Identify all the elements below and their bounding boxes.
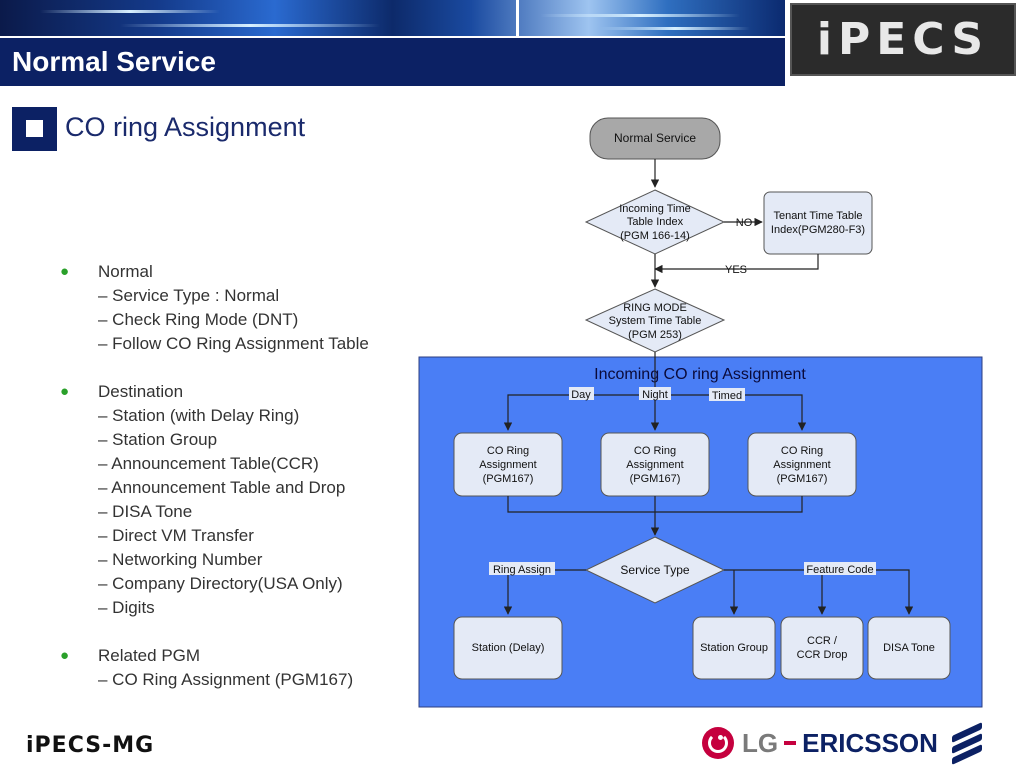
list-item: – Check Ring Mode (DNT) (98, 310, 299, 329)
page-title: Normal Service (12, 46, 216, 77)
tenant-line2: Index(PGM280-F3) (771, 224, 865, 236)
lg-face-icon (702, 727, 734, 759)
bullet-list: ● Normal – Service Type : Normal – Check … (60, 260, 369, 692)
bullet-label: Related PGM (98, 646, 201, 665)
list-item: – Announcement Table and Drop (98, 478, 346, 497)
list-item: – Follow CO Ring Assignment Table (98, 334, 369, 353)
mode-night-label: Night (642, 389, 668, 401)
title-bar: Normal Service (0, 38, 785, 86)
ccr-line1: CCR / (807, 635, 838, 647)
list-item: – Direct VM Transfer (98, 526, 254, 545)
ipecs-logo: iPECS (790, 3, 1016, 76)
list-item: – Digits (98, 598, 155, 617)
service-type-label: Service Type (620, 563, 689, 577)
decision2-line3: (PGM 253) (628, 329, 682, 341)
mode-timed-label: Timed (712, 390, 742, 402)
feature-code-label: Feature Code (806, 564, 873, 576)
bullet-normal: ● Normal (60, 260, 369, 284)
mode-day-label: Day (571, 389, 591, 401)
ccr-box (780, 616, 864, 680)
disa-tone-label: DISA Tone (883, 642, 935, 654)
list-item: – Station Group (98, 430, 218, 449)
ring-assign-label: Ring Assign (493, 564, 551, 576)
co-box-day-line2: Assignment (479, 459, 536, 471)
lg-ericsson-logo: LG ERICSSON (702, 722, 982, 765)
decision1-line1: Incoming Time (619, 203, 691, 215)
no-label: NO (736, 217, 753, 229)
tenant-time-table-box (763, 191, 873, 255)
list-item: – CO Ring Assignment (PGM167) (98, 670, 354, 689)
bullet-label: Normal (98, 262, 153, 281)
co-box-timed-line1: CO Ring (781, 445, 823, 457)
bullet-label: Destination (98, 382, 184, 401)
list-item: – Announcement Table(CCR) (98, 454, 319, 473)
list-item: – Company Directory(USA Only) (98, 574, 343, 593)
decision1-line2: Table Index (627, 216, 684, 228)
logo-dash (784, 741, 797, 745)
ericsson-logo-text: ERICSSON (802, 727, 938, 758)
list-item: – Station (with Delay Ring) (98, 406, 300, 425)
decision1-line3: (PGM 166-14) (620, 230, 690, 242)
co-box-day-line3: (PGM167) (483, 473, 534, 485)
bullet-dot-icon: ● (60, 647, 70, 664)
lg-logo-text: LG (742, 727, 779, 758)
panel-title: Incoming CO ring Assignment (594, 366, 806, 383)
ccr-line2: CCR Drop (797, 649, 848, 661)
co-box-timed-line3: (PGM167) (777, 473, 828, 485)
co-box-night-line2: Assignment (626, 459, 683, 471)
tenant-line1: Tenant Time Table (773, 210, 862, 222)
list-item: – DISA Tone (98, 502, 193, 521)
bullet-destination: ● Destination (60, 380, 369, 404)
decision2-line2: System Time Table (609, 315, 702, 327)
list-item: – Service Type : Normal (98, 286, 280, 305)
station-group-label: Station Group (700, 642, 768, 654)
start-node-label: Normal Service (614, 131, 696, 145)
station-group-box (692, 616, 776, 680)
ipecs-logo-text: iPECS (816, 14, 990, 65)
bullet-related-pgm: ● Related PGM (60, 644, 369, 668)
co-box-night-line1: CO Ring (634, 445, 676, 457)
bullet-dot-icon: ● (60, 263, 70, 280)
header-banner (0, 0, 785, 36)
ericsson-mark-icon (951, 722, 982, 765)
decision-service-type (584, 536, 726, 604)
disa-tone-box (867, 616, 951, 680)
station-delay-box (453, 616, 563, 680)
decision2-line1: RING MODE (623, 302, 687, 314)
bullet-dot-icon: ● (60, 383, 70, 400)
station-delay-label: Station (Delay) (472, 642, 545, 654)
co-box-timed-line2: Assignment (773, 459, 830, 471)
yes-label: YES (725, 264, 747, 276)
co-box-day-line1: CO Ring (487, 445, 529, 457)
ipecs-mg-logo: iPECS-MG (26, 733, 155, 758)
list-item: – Networking Number (98, 550, 263, 569)
co-box-night-line3: (PGM167) (630, 473, 681, 485)
section-square-icon (12, 107, 57, 151)
section-heading: CO ring Assignment (65, 112, 306, 142)
